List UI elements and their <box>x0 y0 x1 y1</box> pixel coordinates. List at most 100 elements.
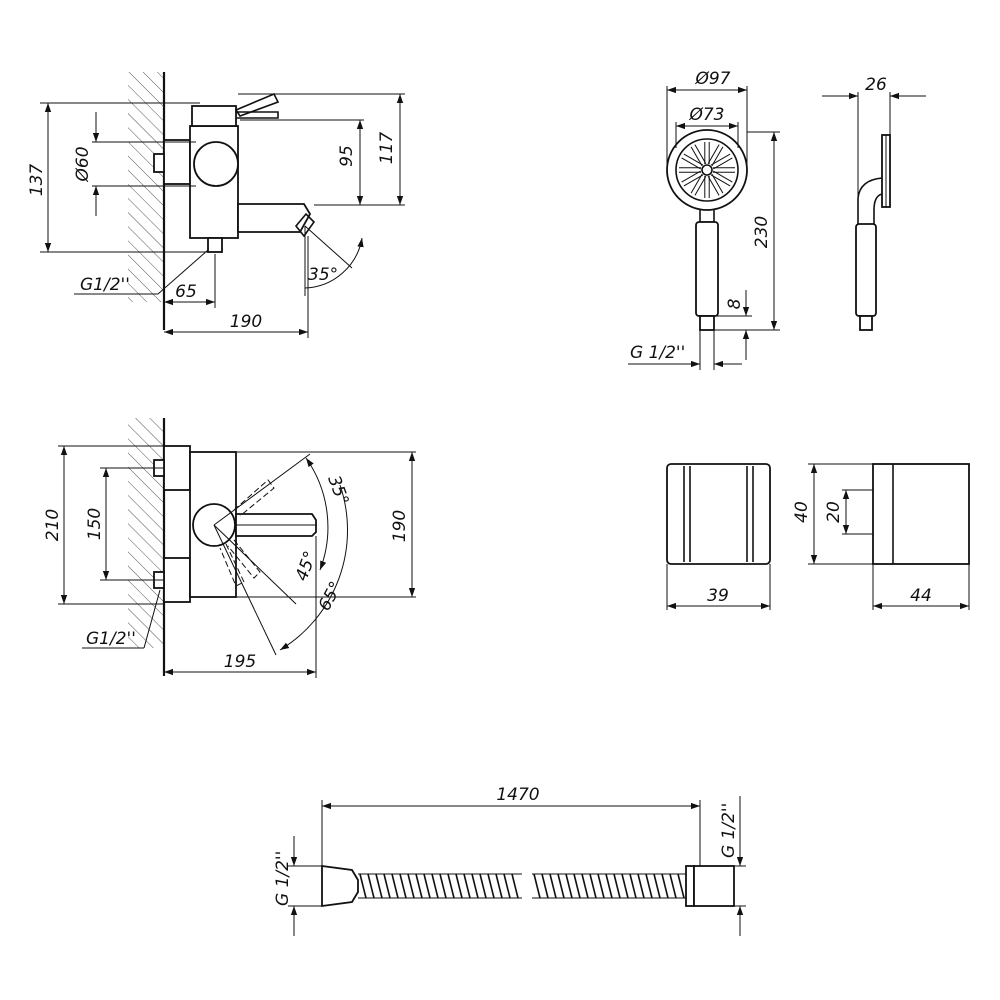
lever-pos-45 <box>227 539 261 579</box>
hose-coil-turn <box>359 873 367 899</box>
dim-44-label: 44 <box>910 586 932 606</box>
thread-leader <box>157 249 209 295</box>
thread-label: G1/2'' <box>80 275 130 295</box>
hose-coil-turn <box>549 873 557 899</box>
shower-spoke <box>710 153 733 170</box>
shower-spoke <box>690 173 707 196</box>
shower-spoke <box>704 142 710 164</box>
shower-head-center <box>701 164 713 176</box>
hose-coil-turn <box>407 873 415 899</box>
shower-spoke <box>679 167 701 173</box>
hose-coil-turn <box>431 873 439 899</box>
shower-head-spokes <box>679 142 735 198</box>
dim-1470-label: 1470 <box>496 785 539 805</box>
hose-right-fitting <box>693 865 735 907</box>
hose-coil-turn <box>533 873 541 899</box>
shower-head-inner <box>675 138 739 202</box>
shower-neck <box>699 210 715 223</box>
shower-spoke <box>704 176 710 198</box>
hose-coil-turn <box>487 873 495 899</box>
angle-dir-line <box>304 225 353 269</box>
hose-coil-turn <box>597 873 605 899</box>
angle-45-label: 45° <box>292 549 321 584</box>
dim-20-label: 20 <box>824 501 844 523</box>
hose-coil-turn <box>613 873 621 899</box>
hose-coil-turn <box>383 873 391 899</box>
dim-40-label: 40 <box>792 501 812 523</box>
hose-coil-turn <box>565 873 573 899</box>
dim-195-label: 195 <box>224 652 256 672</box>
mixer-cartridge <box>191 105 237 127</box>
dim-137-label: 137 <box>27 164 47 197</box>
dim-210-label: 210 <box>43 509 63 541</box>
wall-hatch <box>128 72 164 302</box>
lever-pos-65 <box>219 543 245 587</box>
thread-label-2: G1/2'' <box>86 629 136 649</box>
hose-left-fitting <box>321 864 359 908</box>
hose-coil-turn <box>589 873 597 899</box>
connector-bottom <box>163 557 191 603</box>
angle-line-35 <box>213 453 311 526</box>
thread-leader-2 <box>143 589 161 649</box>
hose-coil-turn <box>511 873 519 899</box>
connector-nut <box>163 139 191 185</box>
side-view: 35° 137 Ø60 95 117 G1/2'' 65 190 <box>27 72 405 338</box>
shower-spoke <box>690 144 707 167</box>
hose-coil-turn <box>495 873 503 899</box>
dim-39-label: 39 <box>707 586 729 606</box>
hose-coil-turn <box>669 873 677 899</box>
hose-coil-turn <box>645 873 653 899</box>
shower-handle <box>695 221 719 317</box>
hose-coil-turn <box>677 873 685 899</box>
angle-arc-35 <box>305 457 329 571</box>
shower-spoke <box>707 144 724 167</box>
hose-coil-turn <box>541 873 549 899</box>
shower-head-outer <box>666 129 748 211</box>
hose-coil-turn <box>661 873 669 899</box>
hose-coil-turn <box>463 873 471 899</box>
dim-150-label: 150 <box>85 508 105 540</box>
thread-right-label: G 1/2'' <box>719 803 739 858</box>
holder-front-body <box>666 463 771 565</box>
lever-plate <box>236 111 279 119</box>
thread-left-label: G 1/2'' <box>273 851 293 906</box>
hand-shower-front-view: Ø97 Ø73 230 8 G 1/2'' <box>628 69 780 370</box>
dim-190-top-label: 190 <box>390 510 410 542</box>
hose-coil-turn <box>605 873 613 899</box>
hose-coil-turn <box>455 873 463 899</box>
shower-spoke <box>707 173 724 196</box>
shower-spoke <box>713 167 735 173</box>
shower-side-neck <box>857 177 883 224</box>
hand-shower-side-view: 26 <box>822 75 926 331</box>
hose-coil-turn <box>415 873 423 899</box>
hose-coil-turn <box>629 873 637 899</box>
hose-coil-turn <box>621 873 629 899</box>
dim-73-label: Ø73 <box>688 105 724 125</box>
connector-stub <box>153 153 165 173</box>
shower-spoke <box>710 170 733 187</box>
dim-60-label: Ø60 <box>73 146 93 182</box>
hose-coil-turn <box>653 873 661 899</box>
angle-35-label: 35° <box>323 473 352 508</box>
hose-coil-turn <box>375 873 383 899</box>
hose-coil-turn <box>439 873 447 899</box>
angle-line-65 <box>213 524 277 656</box>
hose-coil-turn <box>399 873 407 899</box>
hose-coil-right <box>533 873 685 899</box>
shower-side-thread <box>859 315 873 331</box>
angle-line-45 <box>213 524 297 605</box>
shower-side-handle <box>855 223 877 317</box>
hose-coil-turn <box>423 873 431 899</box>
dim-26-label: 26 <box>865 75 887 95</box>
hose-coil-turn <box>637 873 645 899</box>
hose-coil-turn <box>503 873 511 899</box>
hose-coil-turn <box>581 873 589 899</box>
hose-coil-turn <box>573 873 581 899</box>
hose-coil-turn <box>479 873 487 899</box>
spout-tip <box>294 212 316 238</box>
shower-spoke <box>681 170 704 187</box>
dim-230-label: 230 <box>752 216 772 248</box>
holder-side-body <box>872 463 970 565</box>
dim-97-label: Ø97 <box>694 69 730 89</box>
bottom-outlet <box>207 237 223 253</box>
